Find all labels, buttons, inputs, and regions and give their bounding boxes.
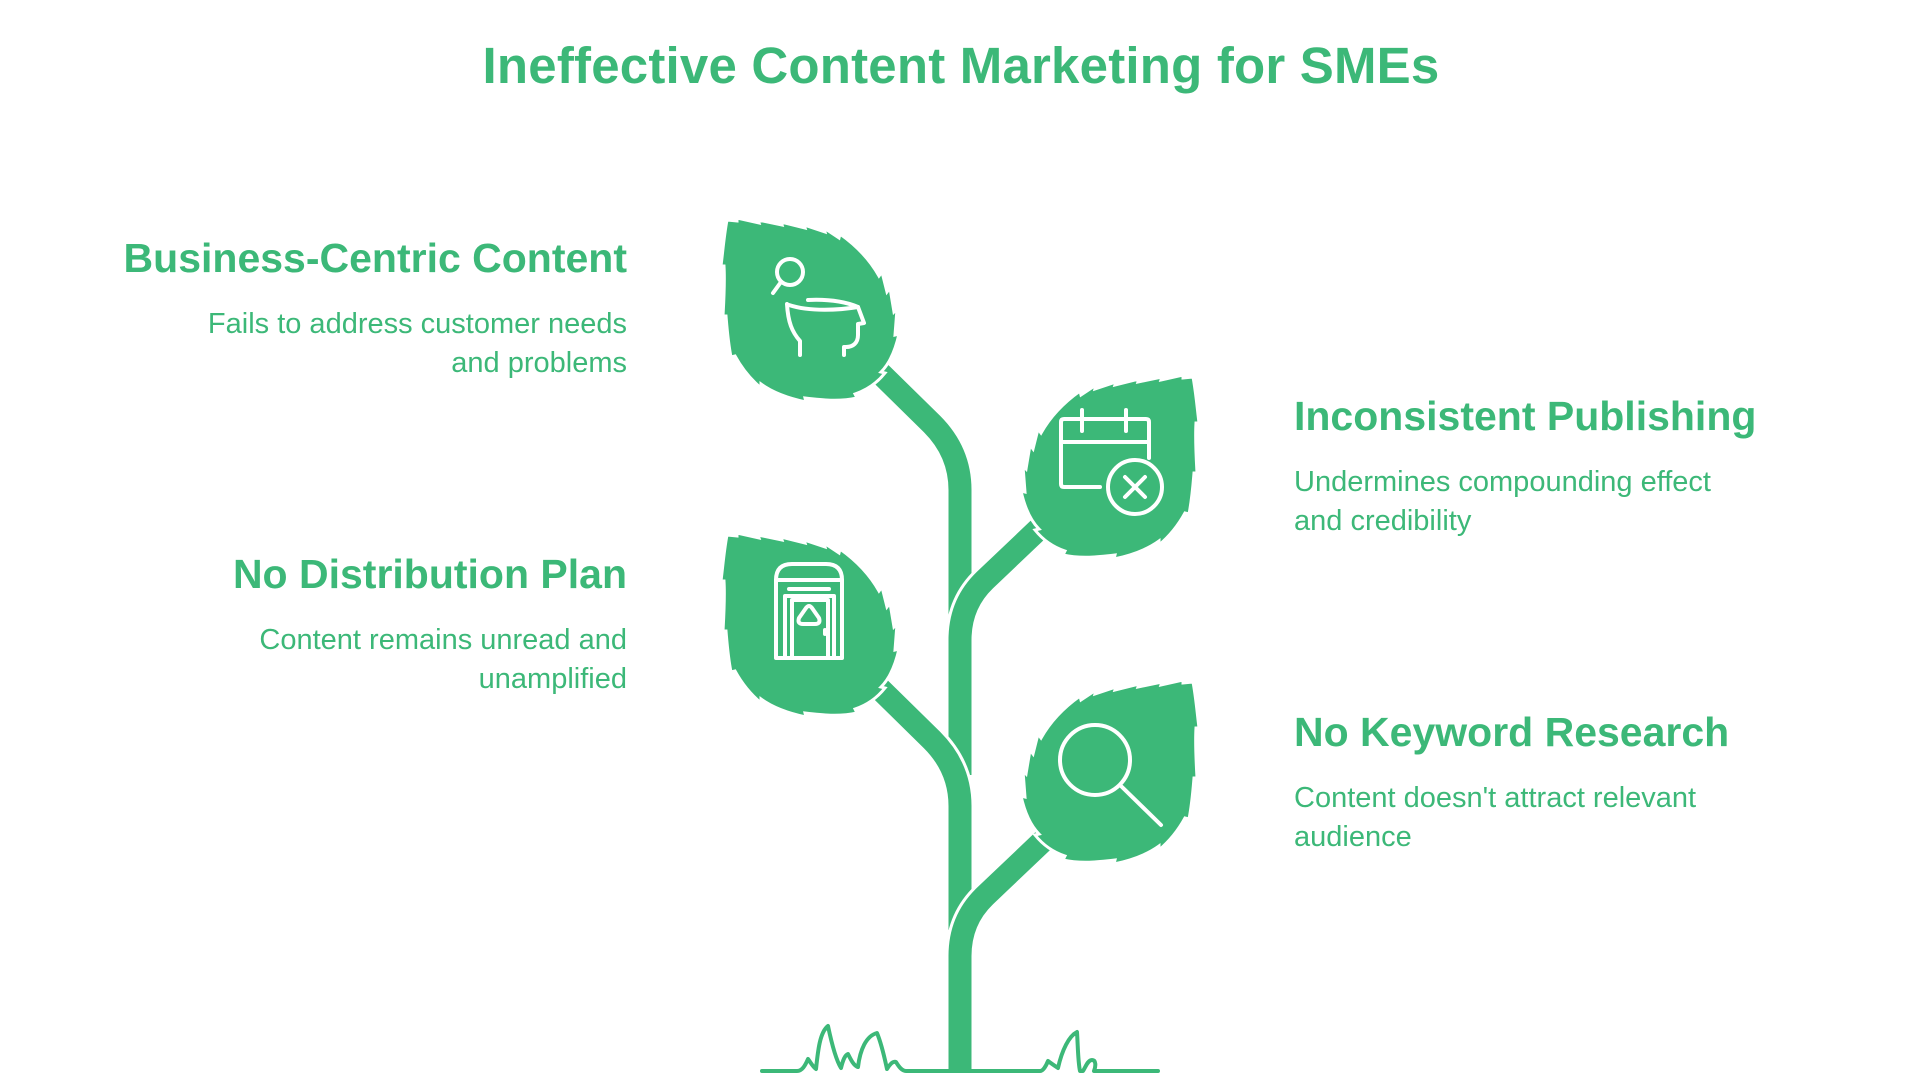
head-search-icon (771, 257, 866, 357)
item-no-distribution-plan: No Distribution Plan Content remains unr… (67, 550, 627, 699)
leaf-inconsistent-publishing (1019, 373, 1201, 561)
stem (864, 359, 1056, 1071)
ground-grass (760, 1024, 1160, 1073)
item-description: Content doesn't attract relevant audienc… (1294, 782, 1697, 853)
item-business-centric-content: Business-Centric Content Fails to addres… (67, 234, 627, 383)
item-heading: No Keyword Research (1294, 709, 1730, 755)
leaf-business-centric (719, 216, 901, 404)
diagram-title: Ineffective Content Marketing for SMEs (482, 37, 1440, 94)
item-heading: No Distribution Plan (232, 551, 627, 597)
item-description: Undermines compounding effect and credib… (1294, 466, 1711, 537)
leaf-no-distribution-plan (719, 531, 901, 719)
item-heading: Business-Centric Content (123, 235, 627, 281)
item-description: Fails to address customer needs and prob… (207, 308, 627, 379)
leaf-no-keyword-research (1019, 678, 1201, 866)
item-no-keyword-research: No Keyword Research Content doesn't attr… (1294, 708, 1854, 857)
calendar-cancel-icon (1059, 408, 1164, 516)
item-inconsistent-publishing: Inconsistent Publishing Undermines compo… (1294, 392, 1854, 541)
item-heading: Inconsistent Publishing (1294, 393, 1757, 439)
door-booth-icon (774, 562, 844, 660)
magnifier-icon (1058, 723, 1163, 827)
item-description: Content remains unread and unamplified (259, 624, 627, 695)
